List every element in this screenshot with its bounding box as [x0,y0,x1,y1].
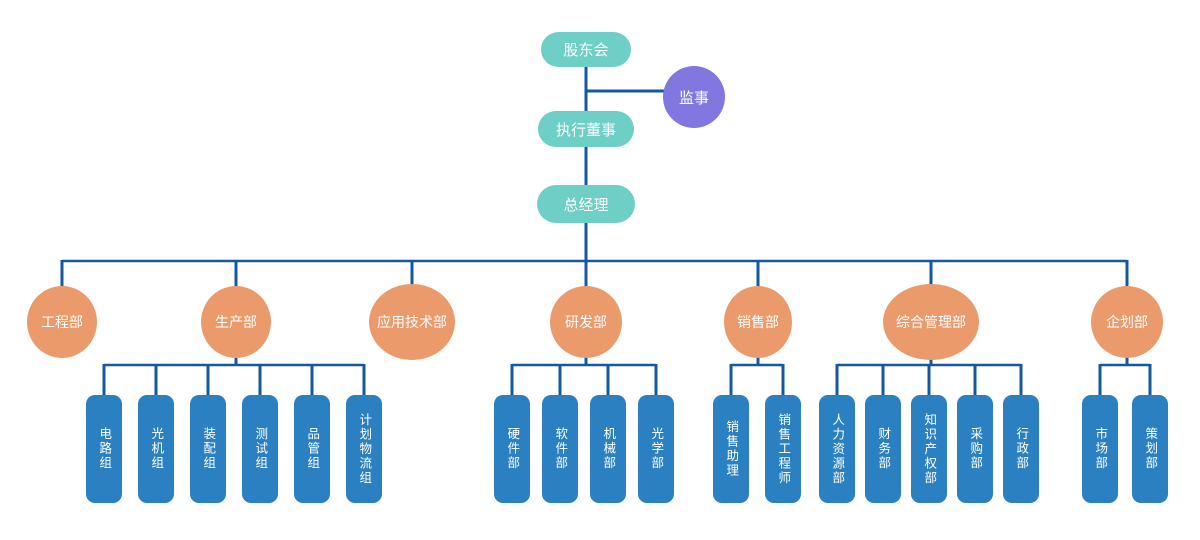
team-node-label: 销售工程师 [776,412,792,486]
team-node-label: 电路组 [97,427,113,471]
team-node-label: 机械部 [601,427,617,471]
team-node-label: 行政部 [1014,427,1030,471]
team-node-label: 财务部 [876,427,892,471]
team-node: 光机组 [138,395,174,503]
node-supervisor-label: 监事 [678,88,709,107]
team-node-label: 装配组 [201,427,217,471]
node-general-manager: 总经理 [537,185,635,223]
team-node: 销售工程师 [765,395,801,503]
team-node: 财务部 [865,395,901,503]
team-node: 计划物流组 [346,395,382,503]
team-node: 硬件部 [494,395,530,503]
team-node-label: 测试组 [253,427,269,471]
dept-node: 生产部 [201,286,271,358]
node-executive-director-label: 执行董事 [555,120,616,139]
team-node: 光学部 [638,395,674,503]
team-node: 知识产权部 [911,395,947,503]
team-node-label: 知识产权部 [922,412,938,486]
team-node: 行政部 [1003,395,1039,503]
node-shareholders: 股东会 [541,32,631,67]
dept-node: 销售部 [724,286,792,358]
team-node-label: 硬件部 [505,427,521,471]
team-node: 采购部 [957,395,993,503]
dept-node-label: 工程部 [41,315,83,331]
team-node-label: 人力资源部 [830,412,846,486]
dept-node-label: 应用技术部 [377,315,447,331]
dept-node-label: 综合管理部 [896,315,966,331]
team-node: 品管组 [294,395,330,503]
dept-node-label: 企划部 [1106,315,1148,331]
team-node: 软件部 [542,395,578,503]
team-node: 机械部 [590,395,626,503]
node-shareholders-label: 股东会 [563,41,609,59]
team-node: 策划部 [1132,395,1168,503]
team-node: 电路组 [86,395,122,503]
node-general-manager-label: 总经理 [563,195,609,214]
node-executive-director: 执行董事 [538,111,634,147]
team-node-label: 采购部 [968,427,984,471]
dept-node-label: 研发部 [565,315,607,331]
team-node: 销售助理 [713,395,749,503]
team-node-label: 市场部 [1093,427,1109,471]
team-node: 人力资源部 [819,395,855,503]
dept-node: 企划部 [1091,286,1163,358]
team-node: 测试组 [242,395,278,503]
dept-node-label: 销售部 [737,315,779,331]
team-node-label: 计划物流组 [357,412,373,486]
team-node: 市场部 [1082,395,1118,503]
team-node-label: 品管组 [305,427,321,471]
team-node: 装配组 [190,395,226,503]
team-node-label: 光学部 [649,427,665,471]
dept-node: 应用技术部 [369,284,455,360]
dept-node: 工程部 [27,286,97,358]
node-supervisor: 监事 [663,66,725,128]
dept-node: 综合管理部 [883,284,979,360]
dept-node: 研发部 [550,286,622,358]
team-node-label: 软件部 [553,427,569,471]
team-node-label: 销售助理 [724,420,740,478]
dept-node-label: 生产部 [215,315,257,331]
team-node-label: 光机组 [149,427,165,471]
team-node-label: 策划部 [1143,427,1159,471]
